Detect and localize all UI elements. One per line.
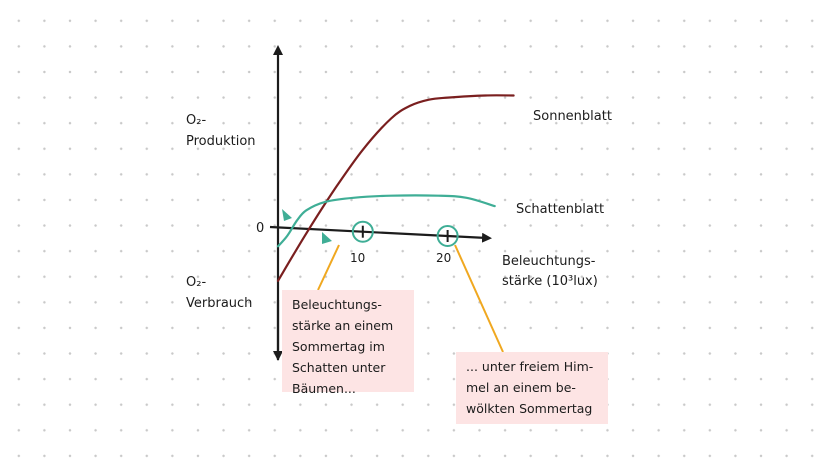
y-label-bottom-line2: Verbrauch [186, 296, 252, 311]
x-tick-marker-circle-1 [351, 220, 374, 243]
compensation-point-pointer-sun [322, 232, 332, 244]
legend-label-schattenblatt: Schattenblatt [516, 202, 604, 217]
x-axis [269, 225, 492, 243]
x-axis-label-line2: stärke (10³lux) [502, 274, 598, 289]
legend-label-sonnenblatt: Sonnenblatt [533, 109, 612, 124]
note-shade-line-3: Sommertag im [292, 339, 385, 354]
note-shade-line-5: Bäumen... [292, 381, 356, 396]
series-layer [276, 94, 515, 282]
compensation-point-pointer-shade [282, 209, 292, 221]
x-tick-label-10: 10 [350, 251, 365, 265]
marker-layer [351, 220, 459, 248]
series-line-sonnenblatt [276, 94, 515, 282]
note-shade-line-2: stärke an einem [292, 318, 394, 333]
note-shade-line-1: Beleuchtungs- [292, 297, 382, 312]
x-tick-label-20: 20 [436, 251, 451, 265]
y-label-top-line1: O₂- [186, 113, 206, 128]
annotation-note-shade: Beleuchtungs- stärke an einem Sommertag … [282, 290, 414, 396]
y-label-top-line2: Produktion [186, 134, 256, 149]
annotation-leader-1 [317, 244, 340, 291]
note-sky-line-2: mel an einem be- [466, 380, 576, 395]
note-sky-line-3: wölkten Sommertag [466, 401, 593, 416]
y-label-bottom-line1: O₂- [186, 275, 206, 290]
x-tick-marker-circle-2 [436, 225, 459, 248]
axes [269, 45, 492, 361]
note-shade-line-4: Schatten unter [292, 360, 386, 375]
x-axis-label-line1: Beleuchtungs- [502, 254, 596, 269]
annotation-note-open-sky: ... unter freiem Him- mel an einem be- w… [456, 352, 608, 424]
series-line-schattenblatt [276, 194, 496, 248]
note-sky-line-1: ... unter freiem Him- [466, 359, 594, 374]
annotation-leader-2 [454, 244, 504, 353]
y-origin-label: 0 [256, 221, 264, 236]
